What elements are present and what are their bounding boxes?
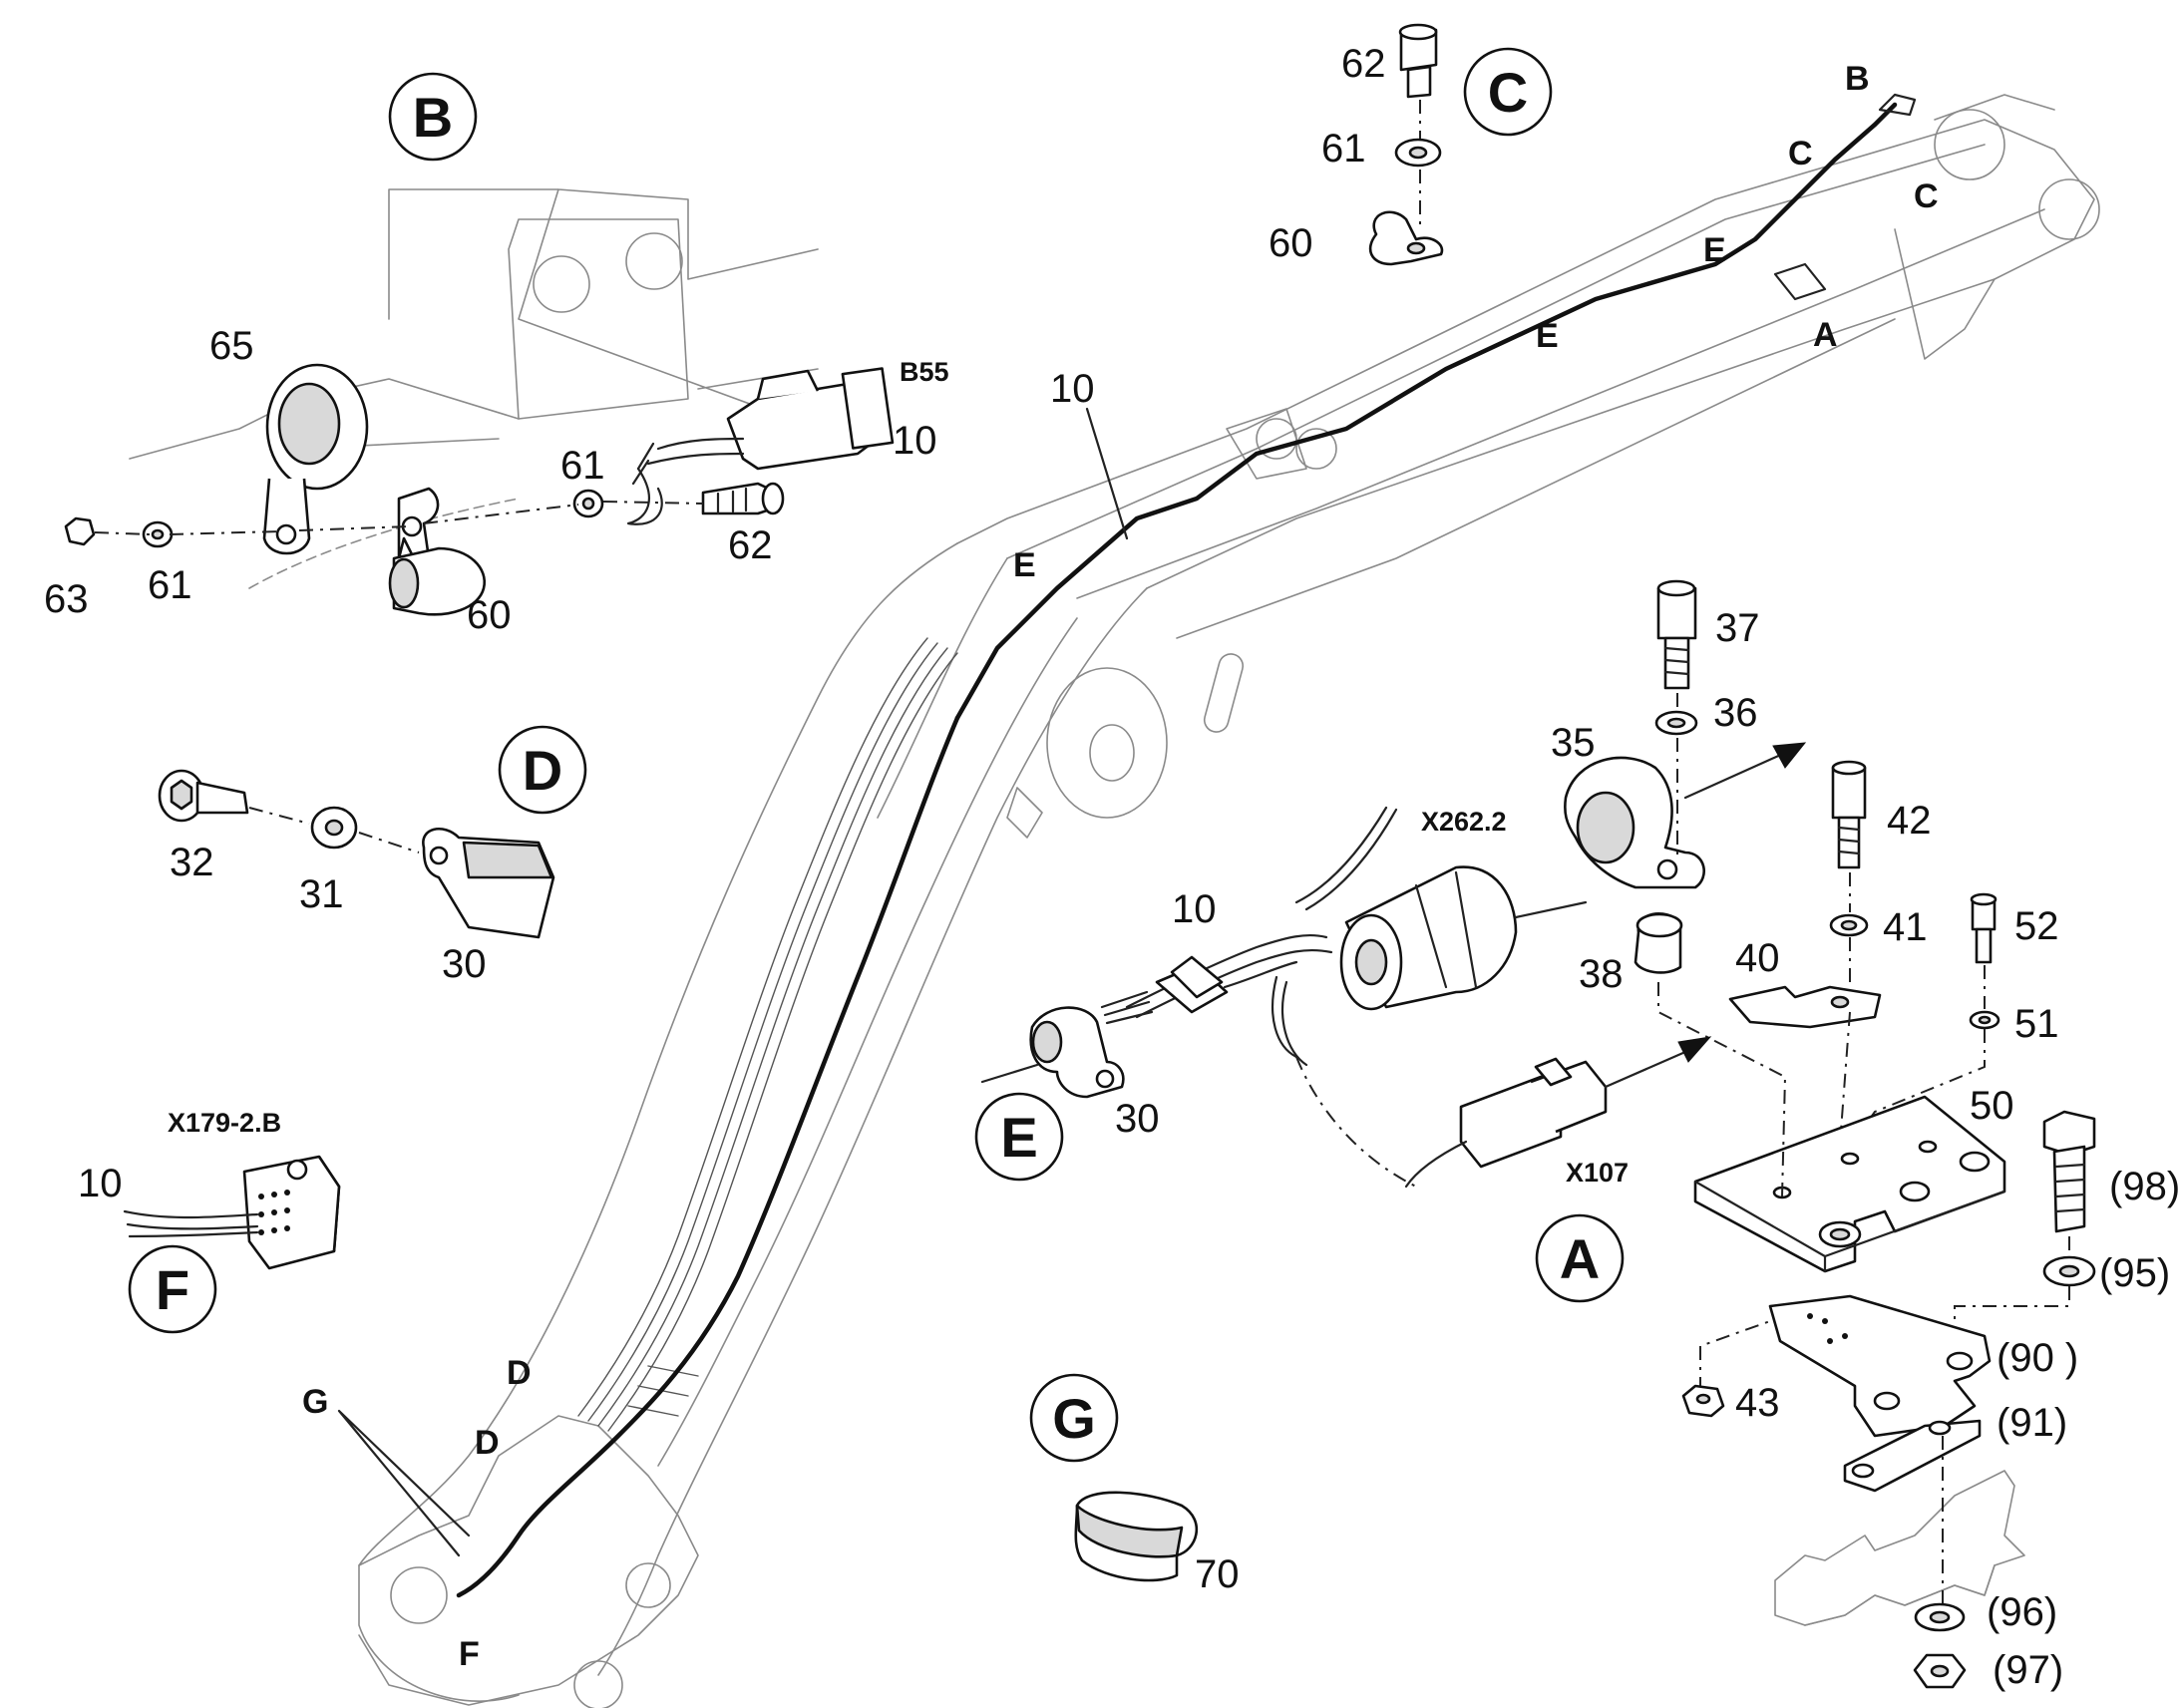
detail-a: A X262.2 10 35 37 36 (1100, 579, 2180, 1692)
callout-g-label: G (1052, 1387, 1096, 1450)
callout-a (1535, 1213, 1625, 1303)
marker-c-2: C (1914, 177, 1939, 215)
callout-a-label: A (1560, 1227, 1600, 1290)
callout-c (1463, 47, 1553, 137)
label-a-37: 37 (1715, 606, 1760, 650)
label-g-70: 70 (1195, 1552, 1240, 1596)
marker-b: B (1845, 60, 1870, 98)
callout-b (388, 72, 478, 162)
callout-e (974, 1092, 1064, 1182)
hose-bundle (577, 637, 958, 1432)
label-a-35: 35 (1551, 721, 1596, 765)
label-c-60: 60 (1269, 221, 1313, 265)
label-b-10: 10 (893, 419, 937, 463)
leader-cable-10 (1085, 407, 1129, 540)
callout-d (498, 725, 587, 815)
cable-harness (456, 93, 1917, 1598)
code-x179-2b: X179-2.B (168, 1108, 281, 1138)
label-a-90: (90 ) (1997, 1336, 2078, 1380)
boom-outline (358, 94, 2100, 1708)
detail-f: X179-2.B 10 F (78, 1108, 341, 1334)
label-a-36: 36 (1713, 691, 1758, 735)
callout-b-label: B (413, 86, 453, 149)
marker-e-1: E (1703, 231, 1726, 269)
label-a-97: (97) (1993, 1648, 2063, 1692)
marker-e-3: E (1013, 546, 1036, 584)
label-c-61: 61 (1321, 127, 1366, 171)
label-e-30: 30 (1115, 1097, 1160, 1141)
marker-a: A (1813, 316, 1838, 354)
leader-g (337, 1409, 471, 1557)
label-a-10: 10 (1172, 887, 1217, 931)
label-f-10: 10 (78, 1162, 123, 1205)
label-a-50: 50 (1970, 1084, 2014, 1128)
boom-markers: B C C E E E A 10 D D G F (302, 60, 1939, 1673)
label-a-95: (95) (2099, 1251, 2170, 1295)
marker-f: F (459, 1635, 480, 1673)
detail-e: E 30 (974, 1006, 1160, 1182)
callout-e-label: E (1000, 1106, 1037, 1169)
marker-d-2: D (475, 1424, 500, 1462)
label-d-30: 30 (442, 942, 487, 986)
marker-c-1: C (1788, 135, 1813, 172)
label-b-60: 60 (467, 593, 512, 637)
label-a-38: 38 (1579, 952, 1624, 996)
detail-d: D 32 31 30 (158, 725, 587, 986)
label-a-91: (91) (1997, 1401, 2067, 1445)
callout-f (128, 1244, 217, 1334)
callout-g (1029, 1373, 1119, 1463)
label-a-43: 43 (1735, 1381, 1780, 1425)
callout-f-label: F (156, 1258, 189, 1321)
marker-g: G (302, 1383, 328, 1421)
marker-d-1: D (507, 1354, 532, 1392)
label-d-32: 32 (170, 841, 214, 884)
label-b-61b: 61 (148, 563, 192, 607)
label-b-65: 65 (209, 324, 254, 368)
code-b55: B55 (900, 357, 949, 387)
callout-c-label: C (1488, 61, 1528, 124)
label-c-62: 62 (1341, 42, 1386, 86)
marker-e-2: E (1536, 317, 1559, 355)
label-d-31: 31 (299, 872, 344, 916)
label-a-98: (98) (2109, 1165, 2180, 1208)
code-x107: X107 (1566, 1158, 1629, 1188)
label-a-40: 40 (1735, 936, 1780, 980)
marker-cable-10: 10 (1050, 367, 1095, 411)
label-a-52: 52 (2014, 904, 2059, 948)
label-a-96: (96) (1987, 1590, 2057, 1634)
label-a-41: 41 (1883, 905, 1928, 949)
detail-c: C 62 61 60 (1269, 23, 1553, 266)
label-a-42: 42 (1887, 799, 1932, 843)
code-x262-2: X262.2 (1421, 807, 1507, 837)
label-a-51: 51 (2014, 1002, 2059, 1046)
label-b-62: 62 (728, 523, 773, 567)
label-b-61a: 61 (560, 444, 605, 488)
detail-b: B B55 65 (44, 72, 949, 637)
label-b-63: 63 (44, 577, 89, 621)
callout-d-label: D (523, 739, 562, 802)
detail-g: G 70 (1029, 1373, 1240, 1596)
